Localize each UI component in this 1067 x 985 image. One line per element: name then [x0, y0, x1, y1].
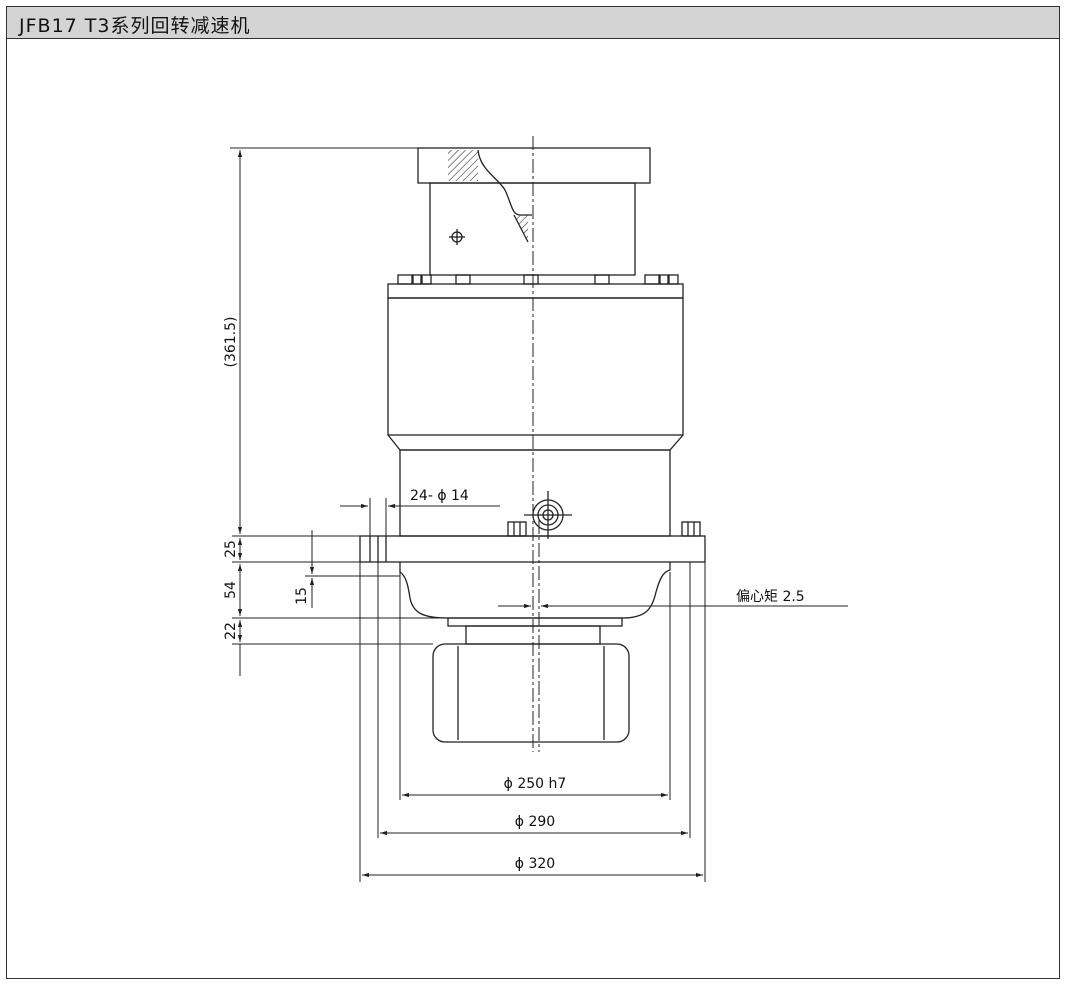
- top-bolts: [397, 274, 679, 285]
- dim-bolt-circle: ϕ 290: [515, 814, 555, 830]
- reducer-body: [359, 147, 706, 743]
- housing-chamfer: [387, 434, 684, 451]
- grease-fitting-icon: [449, 229, 465, 245]
- pinion-gear: [432, 643, 630, 743]
- drawing-title: JFB17 T3系列回转减速机: [19, 15, 251, 37]
- shaft-shoulder: [447, 617, 623, 627]
- gear-housing: [387, 297, 684, 436]
- dim-flange-diameter: ϕ 320: [515, 856, 555, 872]
- dim-pinion-offset: 22: [223, 622, 239, 640]
- dimension-labels: (361.5) 25 54 22 15 24- ϕ 14 偏心矩 2.5 ϕ 2…: [223, 316, 805, 872]
- adapter-hatch-left: [448, 150, 478, 181]
- dim-flange-thickness: 25: [223, 540, 239, 558]
- top-flange: [387, 283, 684, 299]
- dim-pilot-diameter: ϕ 250 h7: [504, 776, 567, 792]
- side-port-icon: [524, 491, 572, 539]
- title-bar: JFB17 T3系列回转减速机: [7, 7, 1059, 39]
- dim-eccentric: 偏心矩 2.5: [736, 589, 805, 605]
- dim-spigot-depth: 15: [294, 587, 310, 605]
- centerlines: [532, 136, 540, 752]
- dimension-lines: [230, 147, 848, 882]
- dim-housing-height: 54: [223, 581, 239, 599]
- dim-overall-height: (361.5): [223, 316, 239, 367]
- flange-bolts: [507, 521, 701, 537]
- dim-bolt-holes: 24- ϕ 14: [410, 488, 469, 504]
- adapter-section-curve: [477, 149, 532, 216]
- spigot-bowl: [399, 562, 671, 619]
